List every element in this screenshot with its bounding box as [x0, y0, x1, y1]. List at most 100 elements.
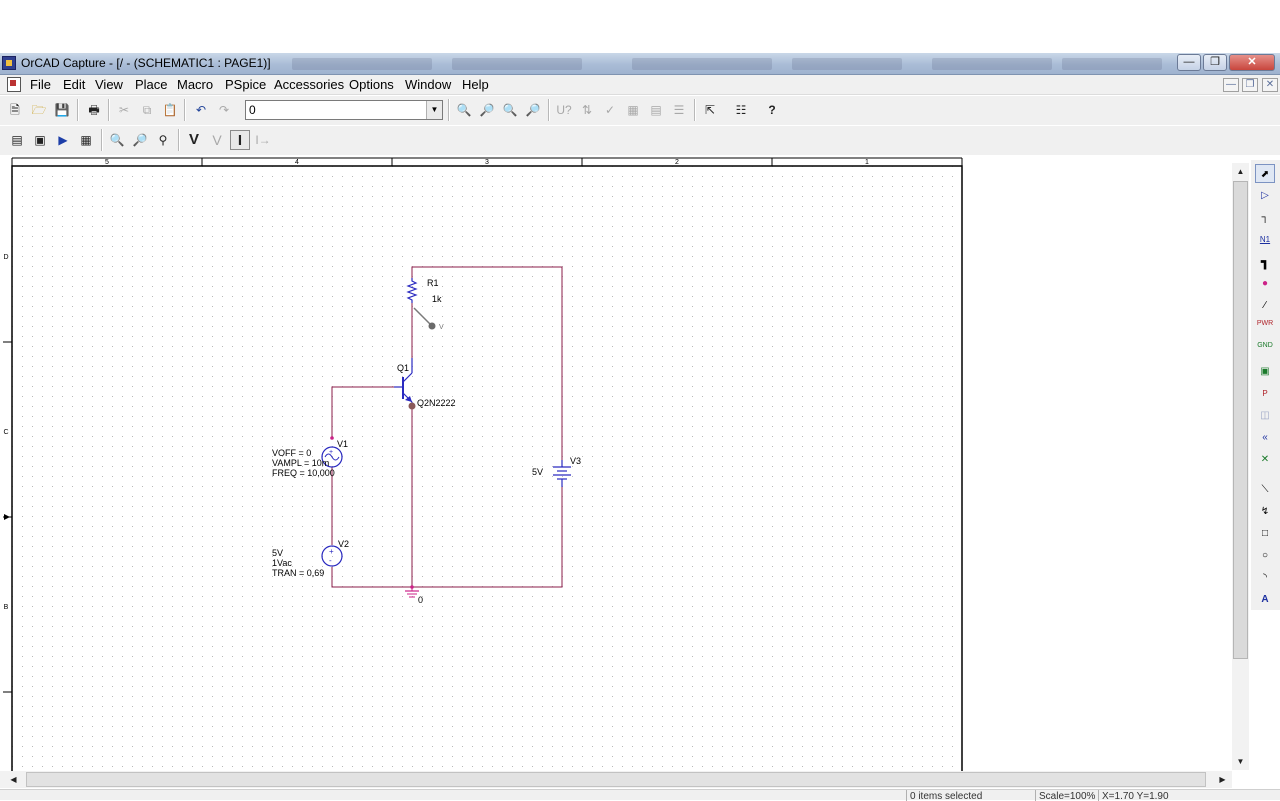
- scroll-right-icon[interactable]: ▶: [1219, 775, 1226, 784]
- advanced-markers-icon[interactable]: 🔎: [132, 133, 148, 147]
- voltage-probe-marker[interactable]: V: [413, 307, 444, 331]
- minimize-button[interactable]: —: [1177, 54, 1201, 71]
- current-marker-icon[interactable]: I: [230, 130, 250, 150]
- resistor-r1[interactable]: R1 1k: [406, 278, 442, 304]
- v3-value[interactable]: 5V: [532, 467, 543, 477]
- place-text-icon[interactable]: A: [1261, 594, 1269, 605]
- bom-icon[interactable]: ☰: [673, 103, 685, 117]
- help-icon[interactable]: ?: [768, 103, 776, 117]
- schematic-drawing[interactable]: 5 4 3 2 1 D C B: [0, 155, 1232, 771]
- print-icon[interactable]: 🖶: [88, 103, 100, 117]
- zoom-in-icon[interactable]: 🔍: [456, 103, 472, 117]
- wire[interactable]: [411, 266, 563, 460]
- voltage-source-v1[interactable]: + V1 VOFF = 0 VAMPL = 10m FREQ = 10,000: [272, 436, 348, 478]
- place-port-icon[interactable]: P: [1262, 389, 1268, 398]
- bias-voltage-icon[interactable]: V: [212, 132, 222, 148]
- annotate-icon[interactable]: U?: [556, 103, 572, 117]
- place-off-page-connector-icon[interactable]: «: [1262, 432, 1268, 443]
- wire[interactable]: [331, 386, 394, 438]
- voltage-source-v2[interactable]: + - V2 5V 1Vac TRAN = 0,69: [272, 539, 349, 578]
- place-junction-icon[interactable]: ●: [1261, 278, 1269, 289]
- scroll-up-icon[interactable]: ▲: [1236, 167, 1245, 176]
- place-no-connect-icon[interactable]: ✕: [1260, 454, 1270, 465]
- cut-icon[interactable]: ✂: [118, 103, 130, 117]
- scroll-left-icon[interactable]: ◀: [10, 775, 17, 784]
- view-simulation-results-icon[interactable]: ▦: [80, 133, 92, 147]
- horizontal-scroll-thumb[interactable]: [26, 772, 1206, 787]
- vertical-scrollbar[interactable]: ▲ ▼: [1232, 163, 1249, 770]
- mdi-close-button[interactable]: ✕: [1262, 78, 1278, 92]
- scroll-down-icon[interactable]: ▼: [1236, 757, 1245, 766]
- r1-reference[interactable]: R1: [427, 278, 439, 288]
- menu-edit[interactable]: Edit: [63, 77, 86, 92]
- part-reference-combo[interactable]: 0 ▼: [245, 100, 443, 120]
- menu-place[interactable]: Place: [135, 77, 168, 92]
- v1-voff[interactable]: VOFF = 0: [272, 448, 311, 458]
- v1-freq[interactable]: FREQ = 10,000: [272, 468, 335, 478]
- v2-ac[interactable]: 1Vac: [272, 558, 292, 568]
- menu-file[interactable]: File: [30, 77, 51, 92]
- transistor-q1[interactable]: Q1 Q2N2222: [394, 358, 456, 410]
- mdi-minimize-button[interactable]: —: [1223, 78, 1239, 92]
- markers-icon[interactable]: 🔍: [109, 133, 125, 147]
- copy-icon[interactable]: ⧉: [142, 103, 152, 117]
- ground-label[interactable]: 0: [418, 595, 423, 605]
- run-pspice-icon[interactable]: ▶: [58, 133, 68, 147]
- bias-current-icon[interactable]: I→: [255, 133, 271, 147]
- open-icon[interactable]: 🗁: [31, 103, 47, 117]
- q1-reference[interactable]: Q1: [397, 363, 409, 373]
- zoom-out-icon[interactable]: 🔎: [479, 103, 495, 117]
- place-bus-icon[interactable]: ┓: [1261, 254, 1269, 269]
- vertical-scroll-thumb[interactable]: [1233, 181, 1248, 659]
- paste-icon[interactable]: 📋: [162, 103, 178, 117]
- place-rectangle-icon[interactable]: □: [1261, 528, 1269, 539]
- place-wire-icon[interactable]: ┐: [1261, 212, 1269, 223]
- restore-button[interactable]: ❐: [1203, 54, 1227, 71]
- place-ground-icon[interactable]: GND: [1257, 342, 1273, 349]
- place-net-alias-icon[interactable]: N1: [1259, 235, 1271, 244]
- place-polyline-icon[interactable]: ↯: [1260, 506, 1270, 517]
- menu-help[interactable]: Help: [462, 77, 489, 92]
- horizontal-scrollbar[interactable]: ◀ ▶: [0, 771, 1232, 788]
- back-annotate-icon[interactable]: ⇅: [581, 103, 593, 117]
- document-icon[interactable]: [7, 77, 21, 92]
- menu-options[interactable]: Options: [349, 77, 394, 92]
- cross-reference-icon[interactable]: ▤: [650, 103, 662, 117]
- save-icon[interactable]: 💾: [54, 103, 70, 117]
- close-button[interactable]: ✕: [1229, 54, 1275, 71]
- wires[interactable]: [331, 266, 563, 588]
- snap-to-grid-icon[interactable]: ⇱: [704, 103, 716, 117]
- place-line-icon[interactable]: ⟍: [1261, 484, 1269, 495]
- differential-marker-icon[interactable]: ⚲: [158, 133, 168, 147]
- place-power-icon[interactable]: PWR: [1256, 320, 1274, 327]
- q1-value[interactable]: Q2N2222: [417, 398, 456, 408]
- redo-icon[interactable]: ↷: [218, 103, 230, 117]
- v3-reference[interactable]: V3: [570, 456, 581, 466]
- place-pin-icon[interactable]: ◫: [1260, 410, 1270, 421]
- voltage-source-v3[interactable]: V3 5V: [532, 456, 581, 487]
- menu-accessories[interactable]: Accessories: [274, 77, 345, 92]
- new-simulation-profile-icon[interactable]: ▤: [11, 133, 23, 147]
- orcad-app-icon[interactable]: [2, 56, 16, 70]
- drc-icon[interactable]: ✓: [604, 103, 616, 117]
- v1-vampl[interactable]: VAMPL = 10m: [272, 458, 329, 468]
- ground-symbol[interactable]: 0: [405, 585, 423, 605]
- r1-value[interactable]: 1k: [432, 294, 442, 304]
- place-ellipse-icon[interactable]: ○: [1261, 550, 1269, 561]
- undo-icon[interactable]: ↶: [195, 103, 207, 117]
- select-icon[interactable]: ⬈: [1255, 164, 1275, 183]
- menu-window[interactable]: Window: [405, 77, 452, 92]
- wire[interactable]: [331, 487, 563, 588]
- v2-dc[interactable]: 5V: [272, 548, 283, 558]
- place-part-icon[interactable]: ▷: [1261, 190, 1269, 201]
- chevron-down-icon[interactable]: ▼: [426, 101, 442, 119]
- menu-pspice[interactable]: PSpice: [225, 77, 267, 92]
- zoom-area-icon[interactable]: 🔍: [502, 103, 518, 117]
- v2-tran[interactable]: TRAN = 0,69: [272, 568, 324, 578]
- mdi-restore-button[interactable]: ❐: [1242, 78, 1258, 92]
- menu-view[interactable]: View: [95, 77, 123, 92]
- create-netlist-icon[interactable]: ▦: [627, 103, 639, 117]
- zoom-all-icon[interactable]: 🔎: [525, 103, 541, 117]
- menu-macro[interactable]: Macro: [177, 77, 214, 92]
- v2-reference[interactable]: V2: [338, 539, 349, 549]
